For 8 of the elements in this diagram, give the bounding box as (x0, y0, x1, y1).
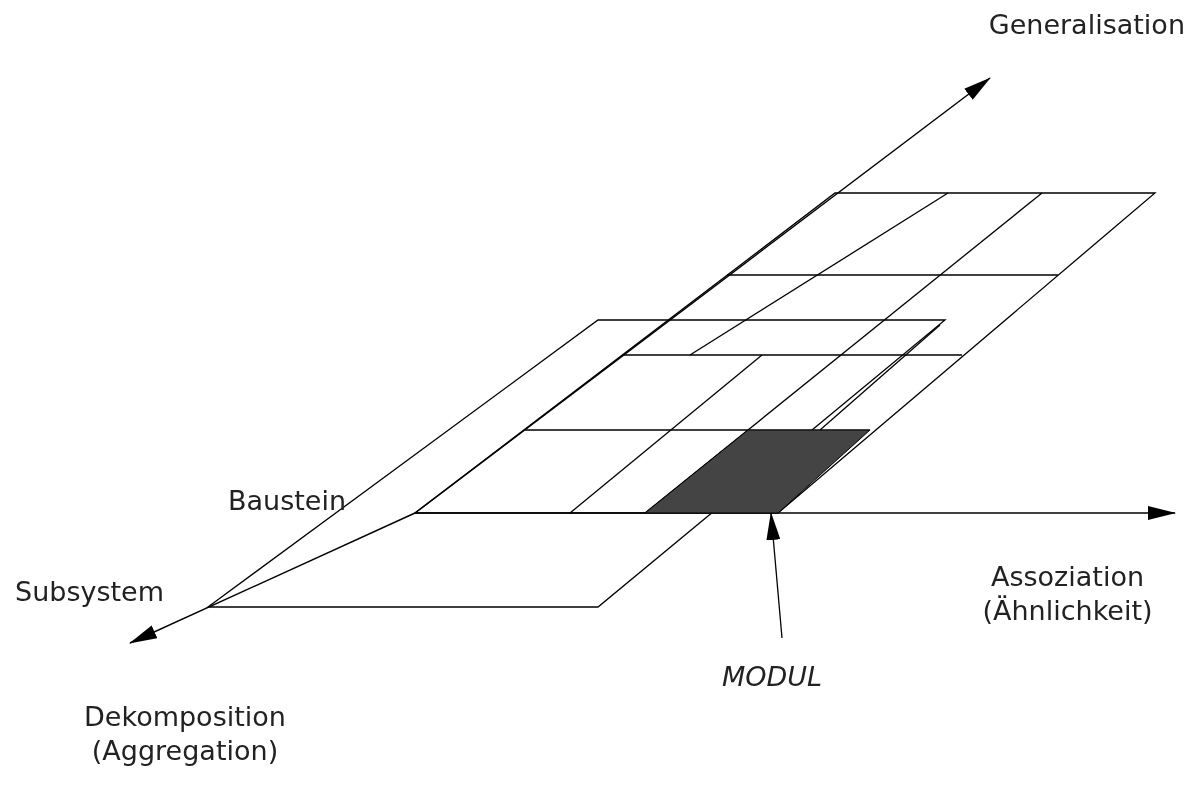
leader-arrow (766, 512, 783, 639)
level-label: Baustein (228, 484, 347, 518)
highlighted-module-area (645, 430, 870, 513)
axis-label: Generalisation (988, 8, 1185, 42)
axis-label: Assoziation (Ähnlichkeit) (981, 560, 1154, 628)
level-label: Subsystem (15, 575, 164, 609)
module-label: MODUL (722, 660, 823, 694)
axis-label: Dekomposition (Aggregation) (83, 700, 287, 768)
